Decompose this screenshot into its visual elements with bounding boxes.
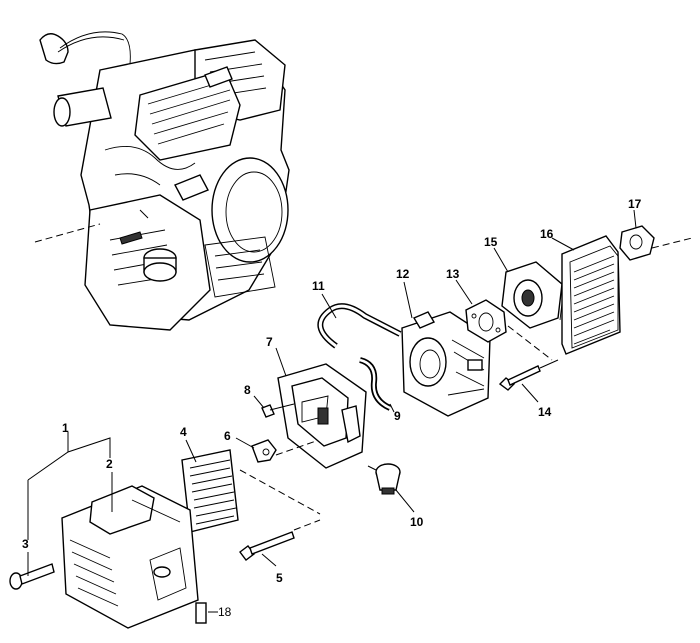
callout-12: 12 (396, 267, 410, 281)
callout-5: 5 (276, 571, 283, 585)
part-7-flange (277, 363, 367, 469)
part-10-valve (367, 463, 401, 495)
part-16-heat-shield (561, 235, 621, 355)
callout-13: 13 (446, 267, 460, 281)
part-8-pin (261, 403, 295, 418)
callout-7: 7 (266, 335, 273, 349)
callout-11: 11 (312, 279, 325, 293)
callout-9: 9 (394, 409, 401, 423)
part-15-spacer (501, 261, 565, 329)
part-12-carburetor (401, 311, 491, 417)
part-11-fuel-line (317, 303, 402, 349)
part-6-clip (251, 439, 317, 463)
part-18-label (195, 602, 207, 624)
leader-lines (27, 209, 637, 613)
callout-1: 1 (62, 421, 69, 435)
callout-10: 10 (410, 515, 424, 529)
callout-2: 2 (106, 457, 113, 471)
callout-6: 6 (224, 429, 231, 443)
engine-assembly (34, 31, 290, 331)
part-5-screw (239, 469, 321, 561)
part-17-gasket (619, 225, 693, 261)
callout-labels: 1 2 3 4 5 6 7 8 9 10 11 12 13 14 15 16 1… (22, 197, 642, 619)
part-9-impulse-hose (359, 357, 392, 411)
callout-17: 17 (628, 197, 642, 211)
callout-18: 18 (218, 605, 232, 619)
callout-16: 16 (540, 227, 554, 241)
part-2-filter-cover (61, 485, 199, 629)
part-4-air-filter (181, 449, 239, 533)
callout-8: 8 (244, 383, 251, 397)
callout-4: 4 (180, 425, 187, 439)
callout-14: 14 (538, 405, 552, 419)
part-14-screw (498, 325, 559, 391)
part-13-gasket (465, 299, 507, 343)
part-3-screw (9, 563, 55, 590)
callout-3: 3 (22, 537, 29, 551)
callout-15: 15 (484, 235, 498, 249)
